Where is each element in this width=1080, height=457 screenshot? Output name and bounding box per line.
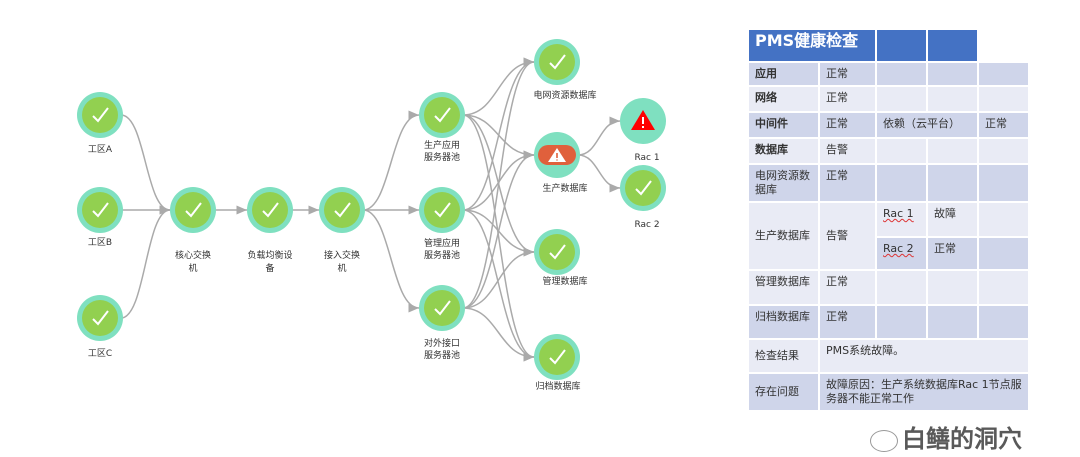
node-gridDb[interactable]	[534, 39, 580, 85]
check-icon	[92, 107, 109, 123]
row-status: 正常	[818, 163, 877, 203]
row-label: 管理数据库	[747, 269, 820, 306]
row-status: 正常	[818, 85, 877, 113]
check-icon	[434, 202, 451, 218]
edge-mgmtApp-archDb	[462, 209, 535, 362]
node-a[interactable]	[77, 92, 123, 138]
row-label: 中间件	[747, 111, 820, 139]
edge-mgmtApp-gridDb	[462, 57, 535, 211]
edge-prodApp-archDb	[462, 114, 535, 362]
node-label-rac2: Rac 2	[634, 220, 659, 230]
node-label-core-2: 机	[188, 262, 197, 274]
rac2-label: Rac 2	[875, 236, 928, 271]
edge-c-core	[120, 205, 171, 319]
check-icon	[549, 54, 566, 70]
row-status: 正常	[818, 269, 877, 306]
node-label-lb: 负载均衡设	[247, 249, 292, 261]
row-label: 存在问题	[747, 372, 820, 412]
node-label-mgmtapp-2: 服务器池	[424, 249, 460, 261]
rac1-label: Rac 1	[875, 201, 928, 238]
node-label-prodapp: 生产应用	[424, 139, 460, 151]
check-icon	[549, 349, 566, 365]
row-label: 归档数据库	[747, 304, 820, 340]
edge-acc-extApp	[362, 209, 420, 313]
node-label-lb-2: 备	[265, 262, 274, 274]
check-icon	[549, 244, 566, 260]
node-label-core: 核心交换	[175, 249, 211, 261]
node-label-b: 工区B	[88, 237, 112, 248]
edge-prodDb-rac2	[577, 154, 621, 193]
node-label-c: 工区C	[88, 348, 112, 359]
row-status: 正常	[818, 304, 877, 340]
node-archDb[interactable]	[534, 334, 580, 380]
row-label: 网络	[747, 85, 820, 113]
topology-diagram: 工区A 工区B 工区C 核心交换 机 负载均衡设 备 接入交换 机 生产应用 服…	[77, 39, 666, 392]
node-label-acc: 接入交换	[324, 249, 360, 261]
row-label: 生产数据库	[747, 201, 820, 271]
node-label-rac1: Rac 1	[634, 153, 659, 163]
check-icon	[434, 300, 451, 316]
row-label: 电网资源数据库	[747, 163, 820, 203]
check-icon	[334, 202, 351, 218]
edge-extApp-prodDb	[462, 150, 535, 309]
wechat-icon	[870, 430, 898, 452]
watermark: 白鳝的洞穴	[902, 425, 1022, 453]
edge-extApp-mgmtDb	[462, 247, 535, 309]
edge-a-core	[120, 114, 171, 215]
node-core[interactable]	[170, 187, 216, 233]
node-label-extapp-2: 服务器池	[424, 349, 460, 361]
edge-acc-prodApp	[362, 110, 420, 211]
edge-extApp-gridDb	[462, 57, 535, 309]
node-label-extapp: 对外接口	[424, 337, 460, 349]
issue-text: 故障原因：生产系统数据库Rac 1节点服务器不能正常工作	[818, 372, 1030, 412]
node-rac2[interactable]	[620, 165, 666, 211]
check-icon	[262, 202, 279, 218]
node-rac1[interactable]	[620, 98, 666, 144]
edge-prodDb-rac1	[577, 116, 621, 156]
node-acc[interactable]	[319, 187, 365, 233]
check-result: PMS系统故障。	[818, 338, 1030, 374]
node-prodApp[interactable]	[419, 92, 465, 138]
check-icon	[635, 180, 652, 196]
rac1-status: 故障	[926, 201, 979, 238]
node-mgmtDb[interactable]	[534, 229, 580, 275]
dependency-label: 依赖（云平台）	[875, 111, 979, 139]
row-label: 检查结果	[747, 338, 820, 374]
check-icon	[92, 202, 109, 218]
node-label-acc-2: 机	[337, 262, 346, 274]
row-label: 数据库	[747, 137, 820, 165]
row-label: 应用	[747, 61, 820, 87]
dependency-status: 正常	[977, 111, 1030, 139]
health-check-table: PMS健康检查 应用正常 网络正常 中间件正常依赖（云平台）正常 数据库告警 电…	[747, 28, 1030, 412]
node-label-mgmtdb: 管理数据库	[542, 275, 587, 287]
node-label-mgmtapp: 管理应用	[424, 237, 460, 249]
node-label-archdb: 归档数据库	[535, 380, 580, 392]
node-b[interactable]	[77, 187, 123, 233]
rac2-status: 正常	[926, 236, 979, 271]
node-label-proddb: 生产数据库	[542, 182, 587, 194]
row-status: 告警	[818, 201, 877, 271]
node-label-griddb: 电网资源数据库	[533, 89, 596, 101]
node-extApp[interactable]	[419, 285, 465, 331]
table-title: PMS健康检查	[747, 28, 877, 63]
row-status: 正常	[818, 61, 877, 87]
check-icon	[434, 107, 451, 123]
node-mgmtApp[interactable]	[419, 187, 465, 233]
check-icon	[92, 310, 109, 326]
node-label-prodapp-2: 服务器池	[424, 151, 460, 163]
node-prodDb[interactable]	[534, 132, 580, 178]
row-status: 正常	[818, 111, 877, 139]
node-label-a: 工区A	[88, 144, 113, 155]
check-icon	[185, 202, 202, 218]
node-c[interactable]	[77, 295, 123, 341]
edge-extApp-archDb	[462, 307, 535, 362]
row-status: 告警	[818, 137, 877, 165]
node-lb[interactable]	[247, 187, 293, 233]
